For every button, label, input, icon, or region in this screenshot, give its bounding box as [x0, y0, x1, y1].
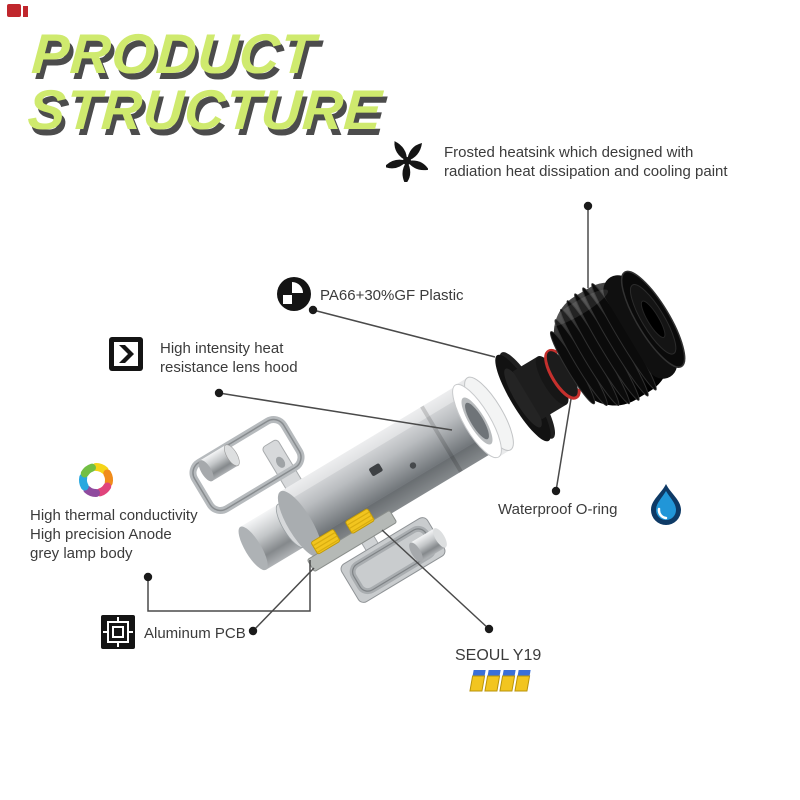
callout-led-text: SEOUL Y19 [455, 647, 542, 664]
callout-lens-hood: High intensity heat resistance lens hood [160, 339, 298, 377]
callout-heatsink: Frosted heatsink which designed with rad… [444, 143, 728, 181]
leader-lines [147, 206, 589, 632]
callout-oring-text: Waterproof O-ring [498, 501, 618, 518]
lens-hood-icon [109, 337, 143, 371]
callout-oring: Waterproof O-ring [498, 500, 617, 519]
callout-pcb: Aluminum PCB [144, 624, 246, 643]
aluminum-pcb-part [307, 508, 397, 572]
callout-pa66-text: PA66+30%GF Plastic [320, 287, 464, 304]
callout-lens-hood-text-2: resistance lens hood [160, 359, 298, 376]
callout-heatsink-text-2: radiation heat dissipation and cooling p… [444, 163, 728, 180]
plastic-badge-icon [277, 277, 311, 311]
led-chip [345, 508, 375, 534]
callout-pcb-text: Aluminum PCB [144, 625, 246, 642]
callout-lamp-body-text-3: grey lamp body [30, 545, 133, 562]
water-drop-icon [651, 484, 681, 525]
led-chip [311, 529, 341, 555]
callout-led: SEOUL Y19 [455, 646, 541, 665]
spring-clip-part [189, 416, 305, 514]
brand-watermark [7, 4, 28, 17]
led-chips-icon [469, 670, 531, 692]
heatsink-part [546, 270, 686, 406]
ornament-pcb-icon [101, 615, 135, 649]
barrel-part [198, 444, 240, 482]
leader-dots [143, 201, 593, 636]
cmyk-swirl-icon [79, 463, 113, 497]
callout-lamp-body-text-1: High thermal conductivity [30, 507, 198, 524]
callout-lamp-body: High thermal conductivity High precision… [30, 506, 198, 563]
callout-lamp-body-text-2: High precision Anode [30, 526, 172, 543]
pinwheel-fan-icon [386, 141, 428, 182]
lens-hood-part [452, 376, 514, 459]
callout-pa66: PA66+30%GF Plastic [320, 286, 464, 305]
barrel-part [409, 528, 447, 562]
callout-lens-hood-text-1: High intensity heat [160, 340, 284, 357]
callout-heatsink-text-1: Frosted heatsink which designed with [444, 144, 694, 161]
